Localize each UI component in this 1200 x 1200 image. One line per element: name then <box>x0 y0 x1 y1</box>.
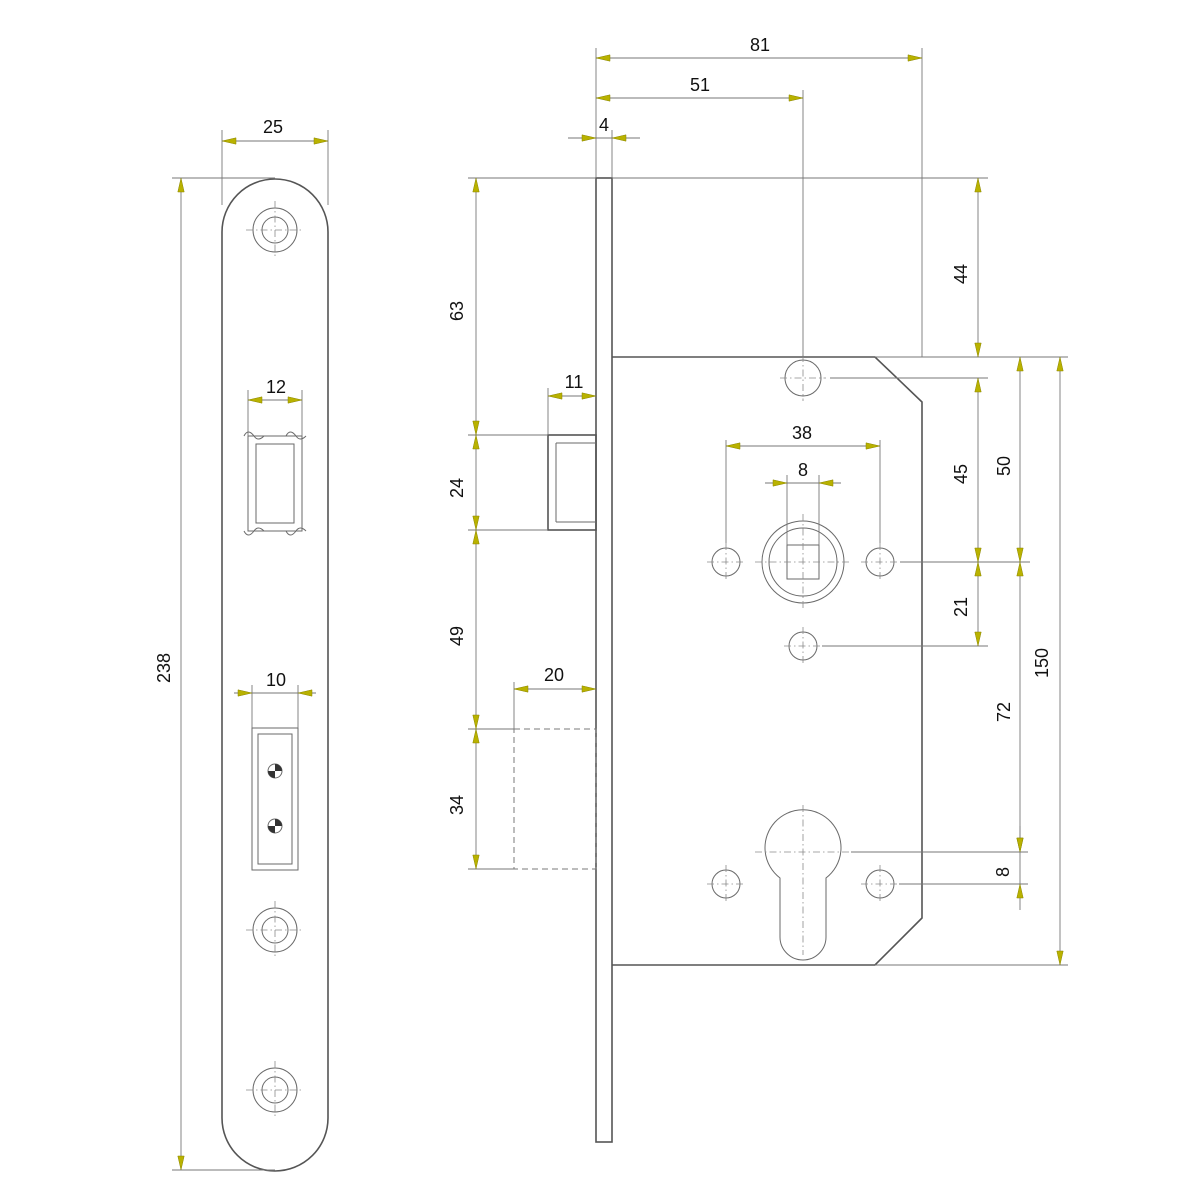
dim-spindle-to-cylinder: 72 <box>994 702 1014 722</box>
faceplate-screw-hole-bottom <box>246 1061 304 1119</box>
fixing-hole-top <box>780 355 826 401</box>
lock-case-outline <box>612 356 923 966</box>
dim-faceplate-width: 25 <box>263 117 283 137</box>
fixing-hole-middle <box>784 627 822 665</box>
dim-faceplate-thickness: 4 <box>599 115 609 135</box>
cylinder-cutout <box>755 805 851 961</box>
dim-top-to-latch: 63 <box>447 301 467 321</box>
dim-latch-projection: 11 <box>565 372 584 392</box>
faceplate-edge <box>595 177 613 1143</box>
dim-spindle-square: 8 <box>798 460 808 480</box>
faceplate-bolt-opening <box>251 727 299 871</box>
dim-spindle-to-hole: 21 <box>951 597 971 617</box>
fixing-hole-spindle-left <box>707 543 745 581</box>
dim-case-to-spindle: 50 <box>994 456 1014 476</box>
dim-latch-height: 24 <box>447 478 467 498</box>
dim-backset: 51 <box>690 75 710 95</box>
fixing-hole-cylinder-right <box>861 865 899 903</box>
faceplate-outline <box>221 178 329 1172</box>
dead-bolt <box>513 728 597 870</box>
latch-bolt <box>547 434 597 531</box>
spindle-hub <box>755 514 851 610</box>
dimension-lines <box>177 54 1064 1171</box>
faceplate-latch-opening <box>243 431 307 536</box>
faceplate-screw-hole-middle <box>246 901 304 959</box>
dim-latch-opening-width: 12 <box>266 377 286 397</box>
fixing-hole-spindle-right <box>861 543 899 581</box>
dim-latch-to-bolt: 49 <box>447 626 467 646</box>
fixing-hole-cylinder-left <box>707 865 745 903</box>
faceplate-screw-hole-top <box>246 201 304 259</box>
dim-hole-to-spindle: 45 <box>951 464 971 484</box>
dim-bolt-opening-width: 10 <box>266 670 286 690</box>
dim-bolt-height: 34 <box>447 795 467 815</box>
dim-faceplate-length: 238 <box>154 653 174 683</box>
dimension-labels: 25 238 12 10 81 51 4 11 20 63 24 49 34 4… <box>154 35 1052 877</box>
dim-case-height: 150 <box>1032 648 1052 678</box>
dim-fixing-hole-spacing: 38 <box>792 423 812 443</box>
dim-case-depth: 81 <box>750 35 770 55</box>
dim-cylinder-offset: 8 <box>993 867 1013 877</box>
dim-bolt-projection: 20 <box>544 665 564 685</box>
lock-body-view <box>468 48 1068 1143</box>
dim-top-to-case: 44 <box>951 264 971 284</box>
faceplate-view <box>172 130 329 1172</box>
